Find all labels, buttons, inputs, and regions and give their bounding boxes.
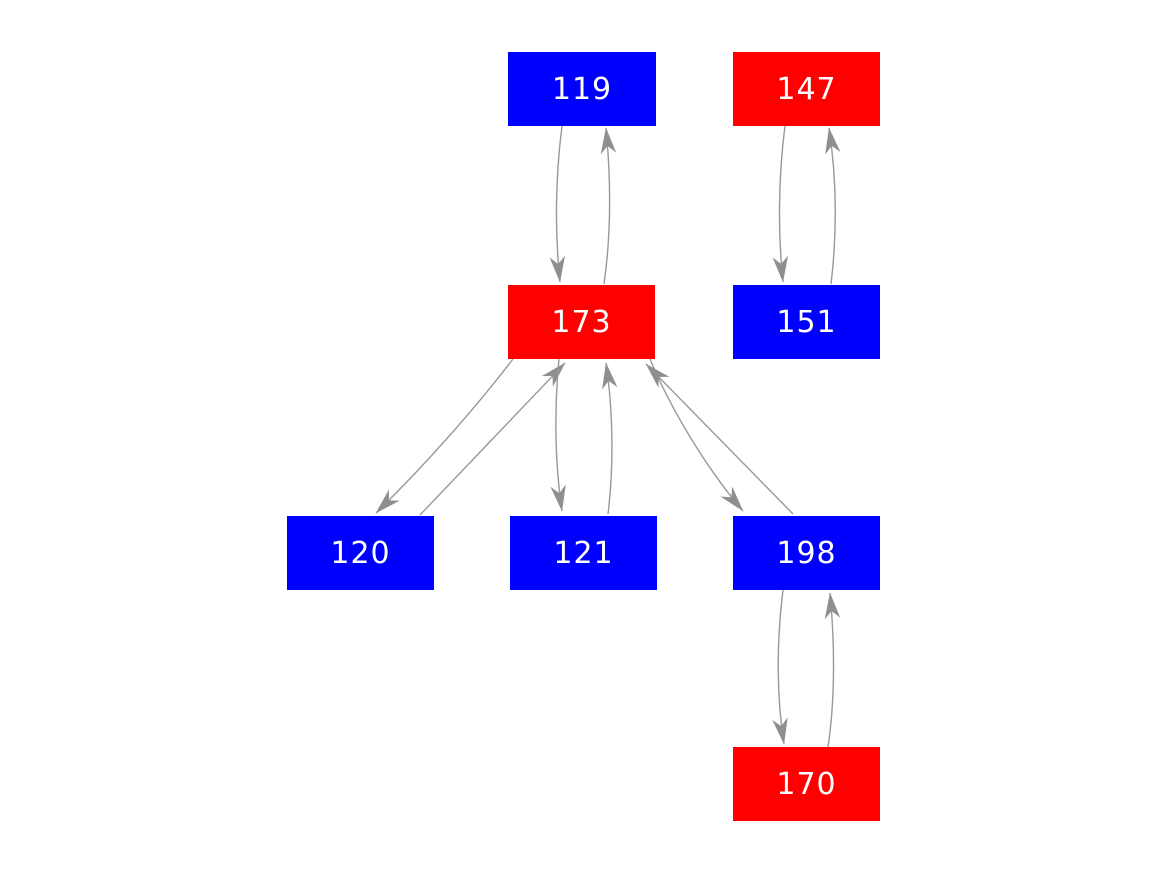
edge-151-to-147	[825, 127, 841, 285]
node-label: 120	[330, 535, 391, 571]
node-label: 173	[551, 304, 612, 340]
edge-173-to-120	[375, 358, 514, 514]
edge-120-to-173	[419, 362, 566, 516]
graph-node-120: 120	[287, 516, 434, 590]
graph-node-151: 151	[733, 285, 880, 359]
node-label: 147	[776, 71, 837, 107]
edge-147-to-151	[772, 125, 789, 283]
graph-node-198: 198	[733, 516, 880, 590]
edge-198-to-173	[645, 363, 794, 515]
edge-119-to-173	[549, 125, 566, 283]
node-label: 151	[776, 304, 837, 340]
edge-173-to-121	[550, 358, 566, 512]
graph-node-121: 121	[510, 516, 657, 590]
node-label: 121	[553, 535, 614, 571]
edge-173-to-119	[600, 127, 617, 285]
graph-node-147: 147	[733, 52, 880, 126]
node-label: 119	[551, 71, 613, 107]
node-label: 170	[776, 766, 837, 802]
node-label: 198	[776, 535, 837, 571]
edge-170-to-198	[824, 592, 841, 748]
graph-node-173: 173	[508, 285, 655, 359]
edge-198-to-170	[772, 589, 788, 745]
graph-node-119: 119	[508, 52, 656, 126]
graph-node-170: 170	[733, 747, 880, 821]
edge-121-to-173	[602, 362, 618, 515]
